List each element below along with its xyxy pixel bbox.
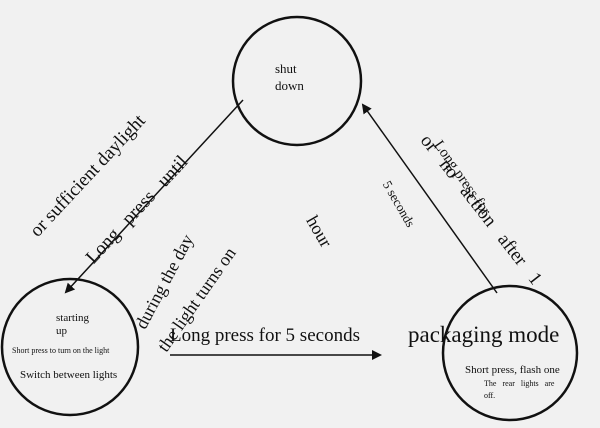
packaging-label-line1: Short press, flash one <box>465 364 560 376</box>
packaging-label-line3: off. <box>484 391 496 400</box>
arrow-packaging-to-shutdown <box>361 103 498 294</box>
edge-bottom-label: Long press for 5 seconds <box>170 325 360 346</box>
packaging-circle <box>441 284 579 422</box>
startup-label-line2: up <box>56 325 67 337</box>
packaging-title: packaging mode <box>408 322 560 347</box>
startup-label-line1: starting <box>56 312 89 324</box>
startup-label-line4: Switch between lights <box>20 369 118 381</box>
startup-circle <box>0 277 140 417</box>
shutdown-label-line1: shut <box>275 61 297 76</box>
startup-label-line3: Short press to turn on the light <box>12 346 110 355</box>
arrow-shutdown-to-startup <box>64 99 244 294</box>
packaging-label-line2: The rear lights are <box>484 379 555 388</box>
shutdown-label-line2: down <box>275 78 304 93</box>
shutdown-circle <box>231 15 363 147</box>
